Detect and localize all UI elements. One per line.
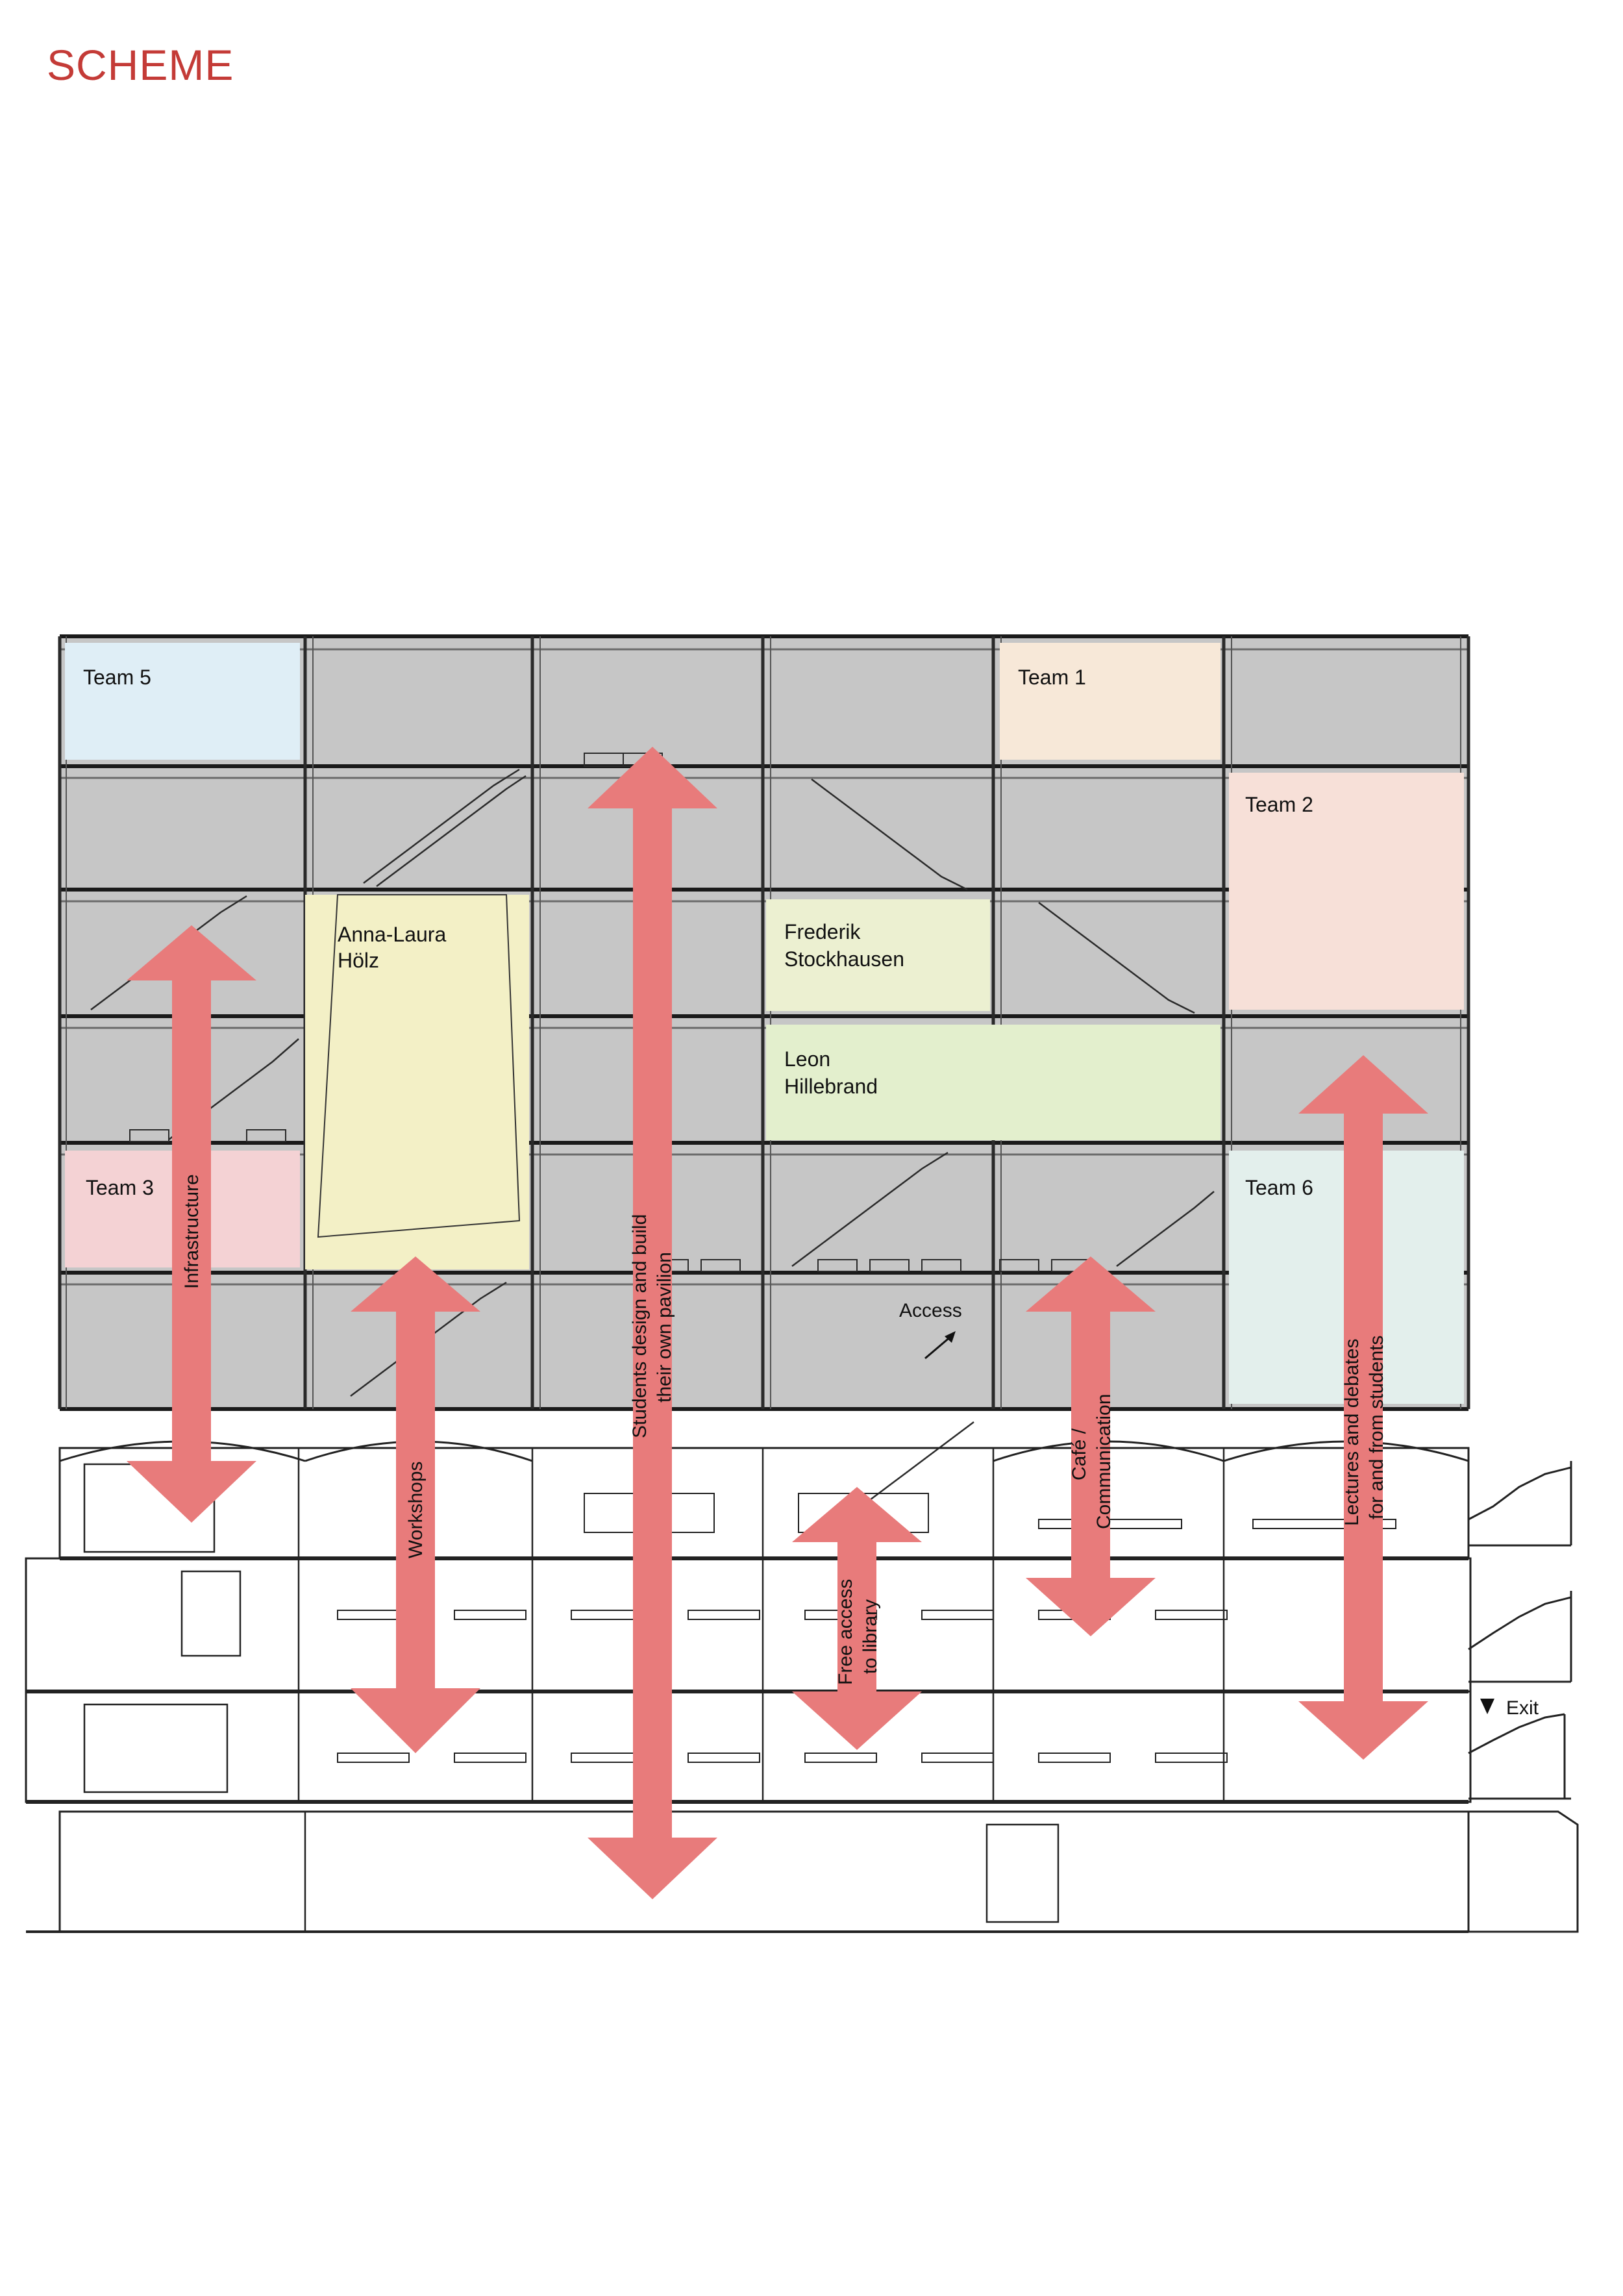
leon-label-line1: Leon: [784, 1047, 830, 1071]
team1-label: Team 1: [1018, 666, 1086, 689]
team5-label: Team 5: [83, 666, 151, 689]
frederik-zone: [766, 899, 990, 1011]
team1-zone: [1000, 643, 1220, 760]
leon-zone: [766, 1025, 1220, 1140]
lectures-label-line1: Lectures and debates: [1341, 1338, 1363, 1526]
frederik-label-line2: Stockhausen: [784, 947, 904, 971]
exterior-stairs: [1468, 1461, 1579, 1933]
team2-zone: [1229, 773, 1464, 1010]
frederik-label-line1: Frederik: [784, 920, 861, 943]
lectures-debates-arrow: [1298, 1055, 1428, 1760]
infrastructure-arrow: [127, 925, 256, 1523]
annotations: Access Exit: [899, 1300, 1539, 1719]
flow-arrows: [127, 747, 1428, 1899]
infrastructure-label: Infrastructure: [181, 1174, 203, 1289]
students-label-line2: their own pavilion: [654, 1252, 675, 1403]
mezzanine-level: [25, 1557, 1472, 1693]
access-pointer: [924, 1335, 952, 1360]
cafe-communication-arrow: [1026, 1256, 1156, 1636]
students-label-line1: Students design and build: [629, 1214, 650, 1438]
ground-level: [25, 1690, 1472, 1803]
anna-label-line1: Anna-Laura: [338, 923, 446, 946]
upper-floors: [58, 634, 1470, 1540]
leon-label-line2: Hillebrand: [784, 1075, 878, 1098]
cafe-label-line1: Café /: [1069, 1428, 1090, 1480]
basement-level: [58, 1810, 1470, 1933]
cafe-label-line2: Communication: [1093, 1394, 1115, 1529]
arrow-labels: Infrastructure Workshops Students design…: [181, 1174, 1387, 1685]
team6-label: Team 6: [1245, 1176, 1313, 1199]
free-library-arrow: [792, 1487, 922, 1750]
columns: [58, 636, 1470, 1409]
vault-level: [58, 1447, 1470, 1560]
anna-zone: [305, 895, 529, 1269]
access-label: Access: [899, 1300, 962, 1321]
team3-label: Team 3: [86, 1176, 154, 1199]
library-label-line1: Free access: [835, 1579, 856, 1685]
library-label-line2: to library: [860, 1599, 881, 1674]
workshops-label: Workshops: [405, 1461, 427, 1558]
page-title: SCHEME: [47, 41, 234, 89]
students-pavilion-arrow: [588, 747, 717, 1899]
access-arrowhead-icon: [945, 1331, 956, 1343]
anna-pavilion-outline: [317, 894, 521, 1238]
exit-label: Exit: [1506, 1697, 1539, 1719]
zone-labels: Team 5 Team 1 Team 2 Team 3 Team 6 Anna-…: [83, 666, 1313, 1199]
team5-zone: [65, 643, 300, 760]
exit-arrow-icon: [1480, 1699, 1494, 1714]
service-rooms: [83, 1463, 1059, 1923]
anna-label-line2: Hölz: [338, 949, 379, 972]
vault-arches: [59, 1440, 1469, 1462]
column-inner-lines: [66, 636, 1461, 1409]
lectures-label-line2: for and from students: [1366, 1336, 1387, 1519]
workshops-arrow: [351, 1256, 480, 1753]
team2-label: Team 2: [1245, 793, 1313, 816]
